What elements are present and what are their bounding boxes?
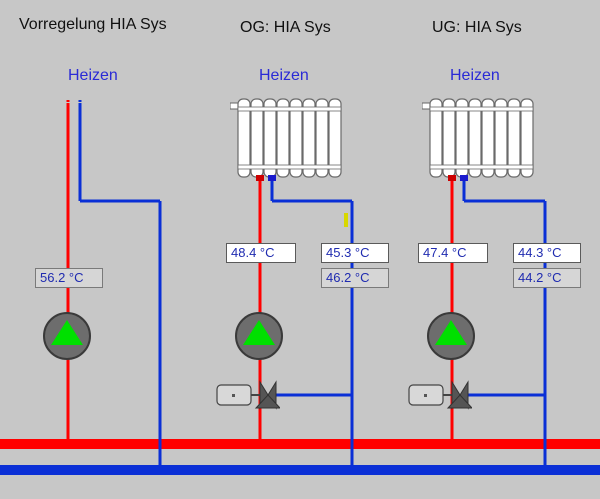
mixing-valve-icon[interactable]	[408, 378, 472, 414]
title-og: OG: HIA Sys	[240, 19, 331, 36]
og-valve-indicator	[344, 213, 348, 227]
og-return-setpoint[interactable]: 46.2 °C	[321, 268, 389, 288]
pump-icon[interactable]	[234, 311, 284, 361]
main-supply-temp[interactable]: 56.2 °C	[35, 268, 103, 288]
main-supply-header	[0, 439, 600, 449]
og-return-temp[interactable]: 45.3 °C	[321, 243, 389, 263]
mode-label-og[interactable]: Heizen	[259, 67, 309, 84]
radiator-icon	[230, 98, 342, 181]
og-supply-temp[interactable]: 48.4 °C	[226, 243, 296, 263]
radiator-icon	[422, 98, 534, 181]
pump-icon[interactable]	[426, 311, 476, 361]
mixing-valve-icon[interactable]	[216, 378, 280, 414]
title-vorregelung: Vorregelung HIA Sys	[19, 16, 167, 33]
pump-icon[interactable]	[42, 311, 92, 361]
ug-supply-temp[interactable]: 47.4 °C	[418, 243, 488, 263]
title-ug: UG: HIA Sys	[432, 19, 522, 36]
ug-return-temp[interactable]: 44.3 °C	[513, 243, 581, 263]
mode-label-ug[interactable]: Heizen	[450, 67, 500, 84]
main-return-header	[0, 465, 600, 475]
mode-label-main[interactable]: Heizen	[68, 67, 118, 84]
ug-return-setpoint[interactable]: 44.2 °C	[513, 268, 581, 288]
